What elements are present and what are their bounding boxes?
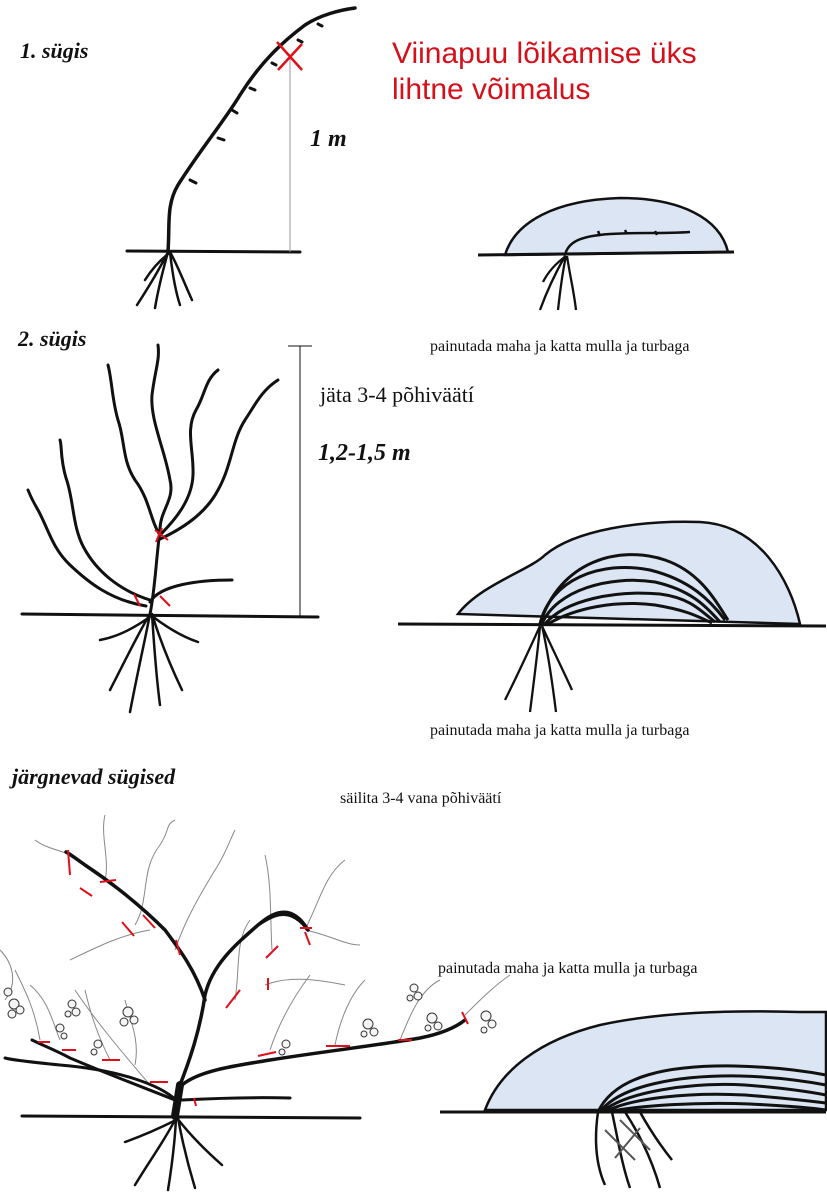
stage-2-covered [397,520,827,713]
cut-mark [154,527,169,543]
stage-2-vine [20,343,320,714]
cut-stubs [604,1119,651,1161]
cane [156,378,280,542]
stage-1-measure-label: 1 m [310,126,347,152]
stage-2-label: 2. sügis [18,326,87,351]
cut-mark [159,595,171,607]
roots [503,625,574,713]
stage-1-measure [276,41,303,252]
cane [26,488,148,608]
bent-canes [538,553,730,626]
soil-mound [503,196,730,257]
old-cane [180,1096,292,1102]
roots [123,1116,224,1192]
soil-mound [455,520,802,626]
ground-line [397,622,827,628]
vine-buds [188,22,324,185]
cane [106,363,162,537]
stage-2-measure-label: 1,2-1,5 m [318,440,411,466]
stage-3-thin-shoots [0,814,511,1086]
stage-2-instruction: jäta 3-4 põhiväätí [320,382,474,407]
cane [58,438,152,602]
stage-1-covered [477,196,735,311]
old-cane [64,850,207,1002]
ground-line [20,612,320,619]
bent-canes [596,1064,827,1114]
stage-2-note: painutada maha ja katta mulla ja turbaga [430,722,690,739]
page-title: Viinapuu lõikamise üks lihtne võimalus [392,37,697,106]
stage-3-covered [440,1010,827,1189]
stage-3-cuts [38,849,469,1107]
old-cane [3,1056,178,1102]
stage-2-measure [288,345,312,617]
old-cane [30,1038,177,1102]
stage-1-label: 1. sügis [20,38,89,63]
main-cane [148,343,173,616]
stage-2-cuts [133,527,171,607]
stage-1-vine [125,6,357,310]
stage-3-vine [3,850,467,1192]
ground-line [125,249,302,254]
stage-3-note: painutada maha ja katta mulla ja turbaga [438,960,698,977]
stage-1-note: painutada maha ja katta mulla ja turbaga [430,338,690,355]
old-cane [180,1018,467,1087]
cane [148,578,234,604]
stage-3-grape-clusters [3,983,497,1056]
cut-mark [276,41,303,71]
ground-line [20,1114,362,1120]
roots [538,255,578,311]
vine-cane [166,6,357,253]
stage-3-label: järgnevad sügised [12,764,176,789]
bent-cane-buds [596,229,659,237]
roots [98,612,200,714]
ground-line [477,250,735,257]
soil-mound [483,1010,827,1112]
cut-mark [133,593,141,607]
old-cane [176,910,310,1092]
trunk-roots [594,1111,673,1189]
stage-3-instruction: säilita 3-4 vana põhiväätí [340,790,502,807]
cane [158,368,220,537]
bent-cane [563,230,691,256]
vine-roots [135,250,194,310]
